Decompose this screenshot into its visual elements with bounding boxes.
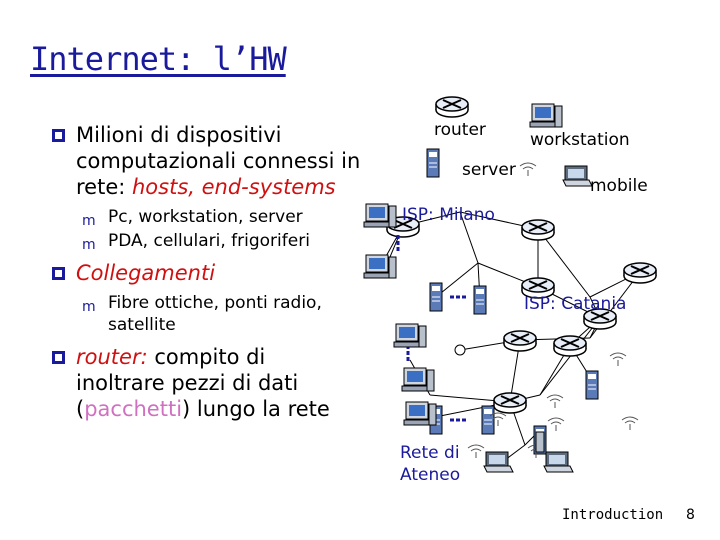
- antenna-icon: [621, 416, 639, 431]
- legend-server-label: server: [462, 160, 516, 180]
- antenna-icon: [609, 352, 627, 367]
- bullet-q-icon: [52, 129, 65, 142]
- bullet-links-text: Collegamenti: [76, 261, 216, 285]
- workstation-icon: [393, 323, 427, 348]
- bullet-router-text-a: compito di inoltrare pezzi di dati (: [76, 345, 299, 421]
- router-icon: [521, 219, 555, 241]
- workstation-icon: [403, 401, 437, 426]
- bullet-q-icon: [52, 351, 65, 364]
- server-icon: [473, 285, 487, 315]
- bullet-list: Milioni di dispositivi computazionali co…: [52, 122, 372, 428]
- footer-page-number: 8: [686, 507, 695, 523]
- antenna-icon: [546, 394, 564, 409]
- bullet-devices-highlight: hosts, end-systems: [132, 175, 336, 199]
- server-icon: [585, 370, 599, 400]
- workstation-icon: [363, 203, 397, 228]
- router-icon: [503, 330, 537, 352]
- sub-bullet-links-1: m Fibre ottiche, ponti radio, satellite: [82, 292, 348, 336]
- base-station-icon: [535, 431, 545, 453]
- antenna-icon: [547, 417, 565, 432]
- antenna-dish-icon: [454, 344, 466, 356]
- legend-mobile-label: mobile: [590, 176, 648, 196]
- workstation-icon: [363, 254, 397, 279]
- router-icon: [493, 392, 527, 414]
- laptop-icon: [483, 451, 514, 473]
- sub-bullet-text: Pc, workstation, server: [108, 207, 303, 227]
- bullet-m-icon: m: [82, 237, 96, 253]
- bullet-router-text-b: ) lungo la rete: [182, 397, 330, 421]
- laptop-icon: [562, 165, 593, 187]
- server-icon: [426, 148, 440, 178]
- bullet-router-pink: pacchetti: [84, 397, 183, 421]
- workstation-icon: [401, 367, 435, 392]
- server-icon: [429, 282, 443, 312]
- sub-bullet-devices-1: m Pc, workstation, server: [82, 206, 372, 229]
- page-title: Internet: l’HW: [30, 40, 287, 78]
- sub-bullet-text: PDA, cellulari, frigoriferi: [108, 231, 310, 251]
- legend-workstation-label: workstation: [530, 130, 630, 150]
- bullet-m-icon: m: [82, 213, 96, 229]
- bullet-m-icon: m: [82, 299, 96, 315]
- bullet-devices-text: Milioni di dispositivi computazionali co…: [76, 123, 361, 199]
- bullet-links: Collegamenti: [52, 260, 372, 286]
- isp-milano-label: ISP: Milano: [402, 205, 495, 225]
- workstation-icon: [529, 103, 563, 128]
- sub-bullet-devices-2: m PDA, cellulari, frigoriferi: [82, 230, 372, 253]
- router-icon: [623, 262, 657, 284]
- bullet-router: router: compito di inoltrare pezzi di da…: [52, 344, 356, 422]
- antenna-icon: [467, 444, 485, 459]
- bullet-devices: Milioni di dispositivi computazionali co…: [52, 122, 372, 200]
- router-icon: [553, 335, 587, 357]
- rete-ateneo-label: Rete di Ateneo: [400, 443, 461, 485]
- laptop-icon: [543, 451, 574, 473]
- bullet-q-icon: [52, 267, 65, 280]
- sub-bullet-text: Fibre ottiche, ponti radio, satellite: [108, 293, 322, 335]
- footer-section: Introduction: [562, 507, 664, 523]
- isp-catania-label: ISP: Catania: [524, 294, 627, 314]
- server-icon: [481, 405, 495, 435]
- bullet-router-highlight: router:: [76, 345, 148, 369]
- antenna-icon: [519, 162, 537, 177]
- router-icon: [435, 96, 469, 118]
- legend-router-label: router: [434, 120, 486, 140]
